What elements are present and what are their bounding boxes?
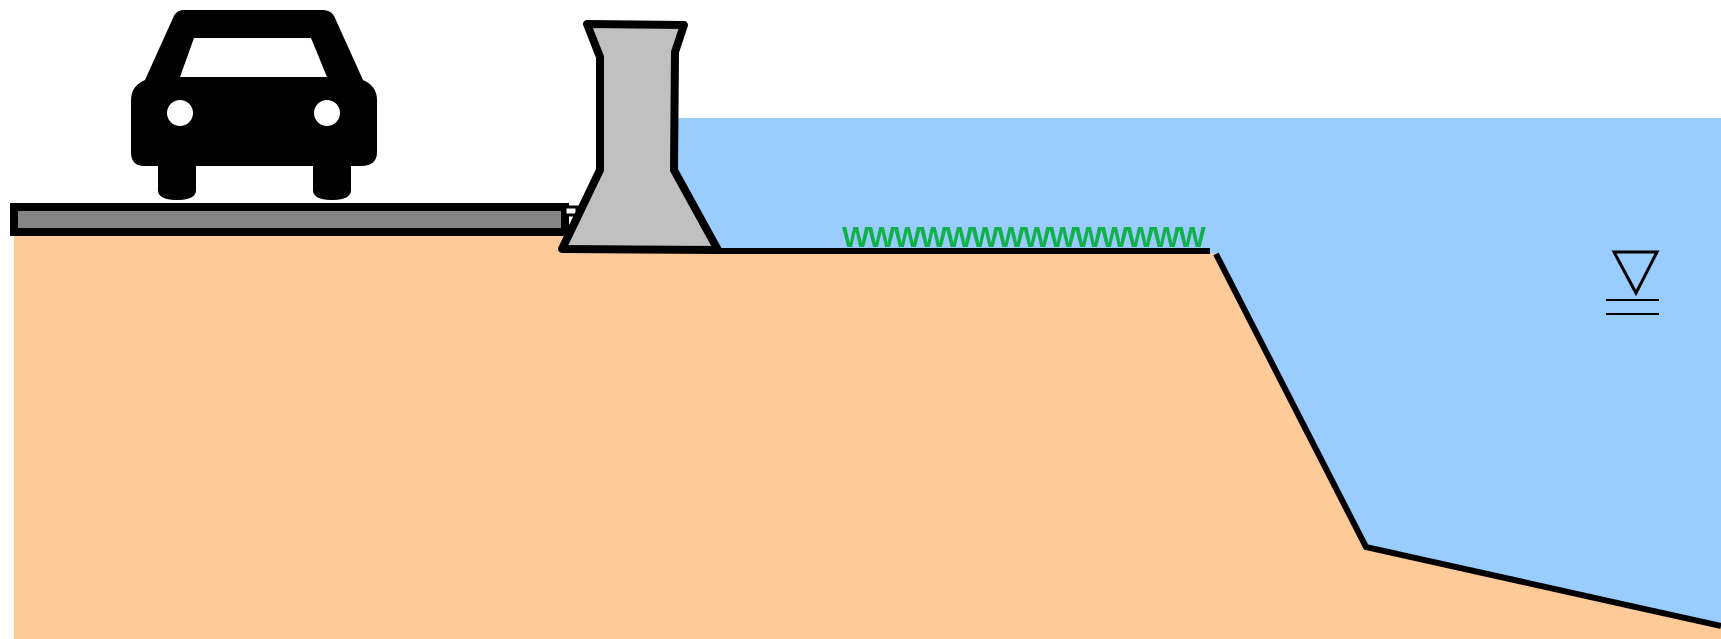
riverbank-slope bbox=[1213, 252, 1721, 629]
car-icon bbox=[131, 10, 377, 200]
vegetation-grass: WWWWWWWWWWWWWW bbox=[842, 222, 1206, 254]
flood-wall bbox=[558, 20, 722, 254]
road-slab bbox=[10, 203, 569, 236]
water-level-triangle-icon bbox=[1606, 250, 1660, 315]
soil-ground bbox=[14, 234, 1721, 639]
